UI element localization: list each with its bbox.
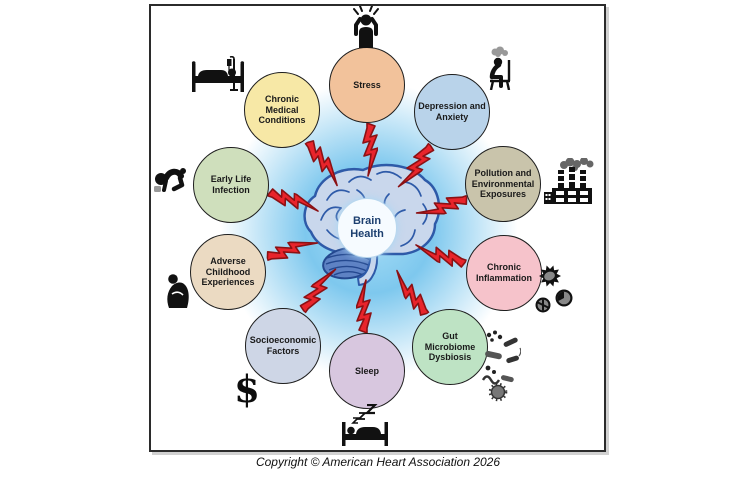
huddled-person-icon: [167, 274, 189, 308]
dollar-sign-icon: $: [230, 367, 264, 411]
lightning-bolt-icon: [299, 268, 337, 314]
factor-circle-socioeconomic: Socioeconomic Factors: [245, 308, 321, 384]
stressed-person-icon: [353, 6, 379, 48]
factor-label: Sleep: [354, 365, 379, 376]
factor-circle-gut-microbiome: Gut Microbiome Dysbiosis: [412, 309, 488, 385]
lightning-bolt-icon: [266, 241, 319, 262]
factor-label: Adverse Childhood Experiences: [201, 256, 255, 288]
factory-icon: [544, 158, 594, 204]
factor-circle-stress: Stress: [329, 47, 405, 123]
factor-circle-sleep: Sleep: [329, 333, 405, 409]
bacteria-icon: [481, 330, 521, 402]
sleeping-bed-icon: [342, 404, 388, 446]
factor-circle-early-life-infection: Early Life Infection: [193, 147, 269, 223]
depressed-person-chair-icon: [489, 46, 511, 90]
brain-health-label: Brain Health: [350, 214, 384, 240]
factor-label: Stress: [353, 79, 381, 90]
copyright-text: Copyright © American Heart Association 2…: [255, 455, 501, 469]
factor-label: Pollution and Environmental Exposures: [471, 168, 535, 200]
lightning-bolt-icon: [304, 140, 338, 187]
dollar-glyph: $: [234, 367, 260, 411]
lightning-bolt-icon: [396, 269, 430, 316]
factor-circle-chronic-medical: Chronic Medical Conditions: [244, 72, 320, 148]
lightning-bolt-icon: [362, 123, 378, 177]
factor-circle-chronic-inflammation: Chronic Inflammation: [466, 235, 542, 311]
factor-label: Chronic Medical Conditions: [258, 94, 306, 126]
factor-circle-pollution: Pollution and Environmental Exposures: [465, 146, 541, 222]
factor-label: Socioeconomic Factors: [249, 335, 317, 356]
factor-label: Depression and Anxiety: [418, 101, 486, 122]
brain-health-circle: Brain Health: [337, 198, 397, 258]
storm-cloud-icon: [491, 46, 508, 57]
factor-label: Chronic Inflammation: [475, 262, 532, 283]
factor-circle-depression-anxiety: Depression and Anxiety: [414, 74, 490, 150]
factor-label: Early Life Infection: [210, 174, 252, 195]
lightning-bolt-icon: [397, 142, 435, 188]
lightning-bolt-icon: [415, 244, 468, 268]
factor-label: Gut Microbiome Dysbiosis: [424, 331, 476, 363]
hospital-bed-icon: [191, 56, 245, 92]
lightning-bolt-icon: [356, 279, 372, 333]
zzz-icon: [351, 404, 378, 424]
lightning-bolt-icon: [415, 194, 468, 215]
immune-cells-icon: [535, 265, 573, 313]
smoke-icon: [560, 158, 594, 171]
factor-circle-adverse-childhood: Adverse Childhood Experiences: [190, 234, 266, 310]
crawling-baby-icon: [154, 168, 186, 192]
lightning-bolt-icon: [266, 188, 319, 212]
